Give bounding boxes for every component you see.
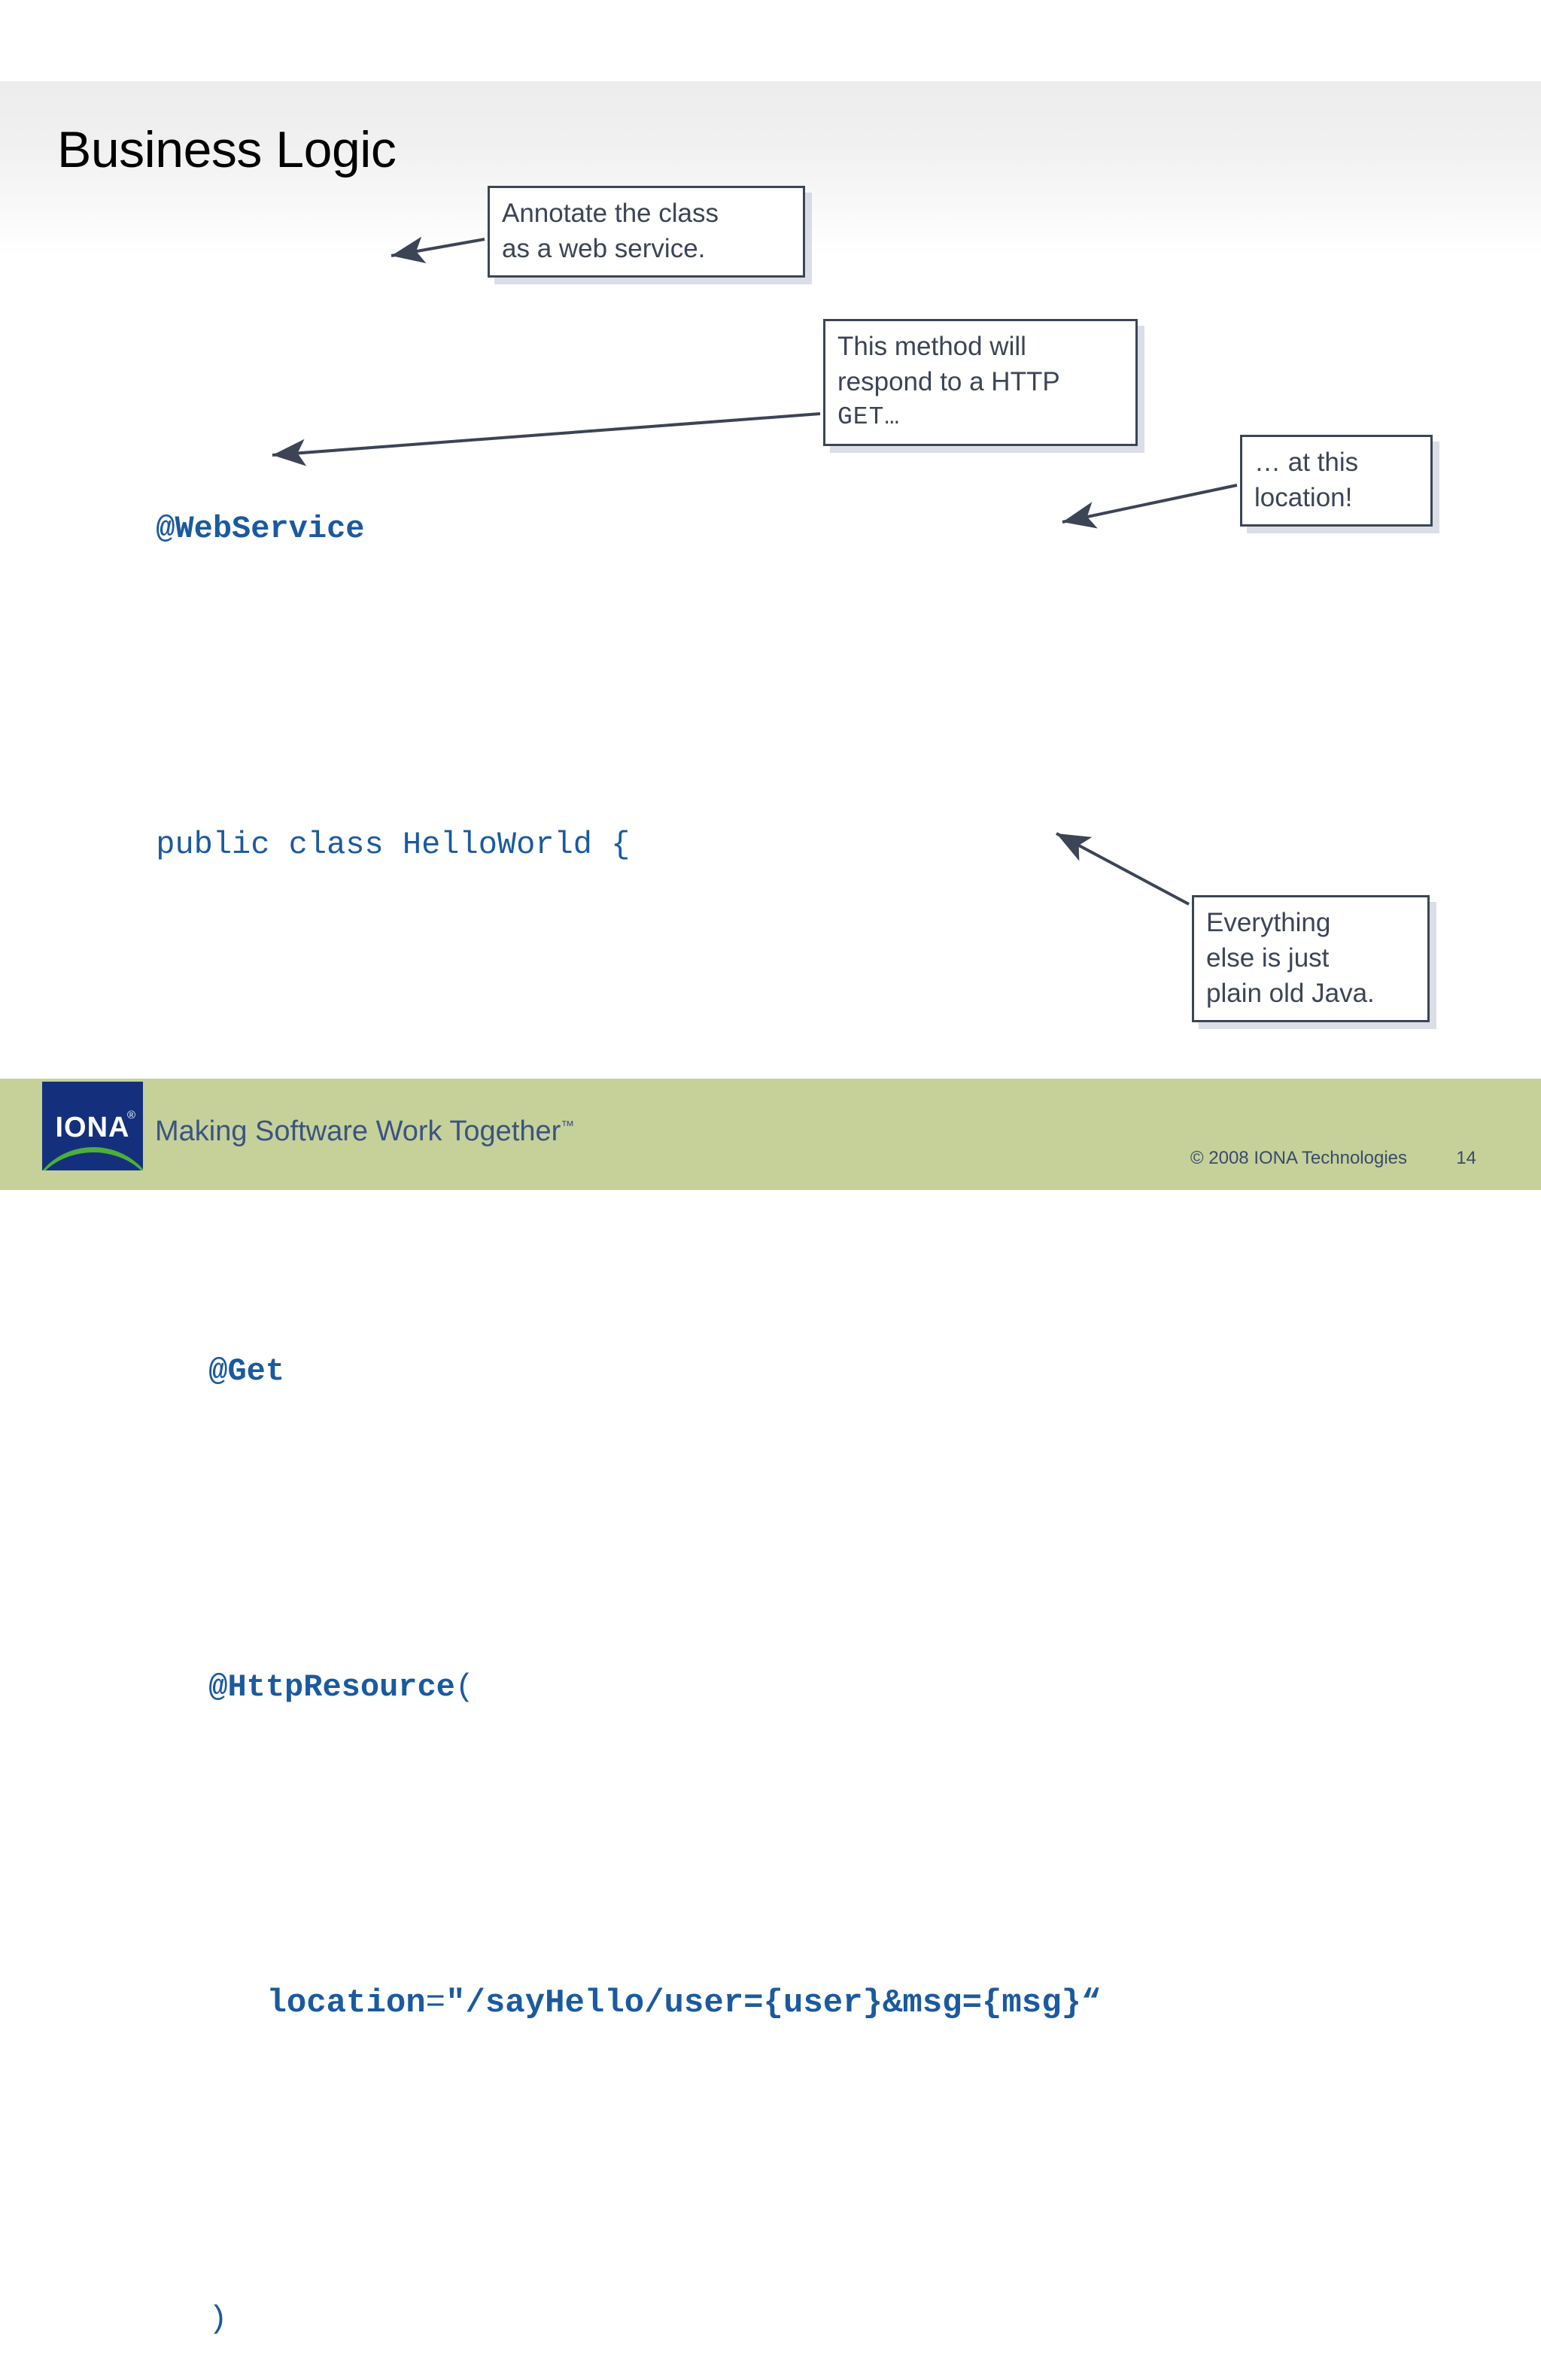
code-line-webservice: @WebService xyxy=(42,450,1171,608)
class-declaration: public class HelloWorld { xyxy=(156,827,631,863)
registered-trademark-icon: ® xyxy=(126,1109,135,1122)
callout-plain-line1: Everything xyxy=(1206,908,1331,937)
tagline-tm-icon: ™ xyxy=(561,1118,575,1134)
callout-annotate-class: Annotate the class as a web service. xyxy=(488,186,805,278)
code-line-get: @Get xyxy=(42,1292,1171,1450)
callout-at-this-location: … at this location! xyxy=(1240,435,1433,527)
location-key: location xyxy=(266,1984,426,2022)
iona-logo: IONA ® xyxy=(42,1082,143,1170)
code-line-closeparen: ) xyxy=(42,2240,1171,2380)
code-line-classdecl: public class HelloWorld { xyxy=(42,766,1171,924)
code-line-httpresource: @HttpResource( xyxy=(42,1608,1171,1766)
callout-location-line2: location! xyxy=(1254,483,1353,512)
close-paren: ) xyxy=(208,2301,228,2337)
iona-logo-text: IONA xyxy=(55,1112,130,1143)
page-title: Business Logic xyxy=(57,121,397,178)
callout-plain-line2: else is just xyxy=(1206,943,1330,973)
company-tagline: Making Software Work Together™ xyxy=(155,1116,574,1148)
page-number: 14 xyxy=(1456,1148,1476,1168)
callout-annotate-line2: as a web service. xyxy=(502,234,706,263)
code-block: @WebService public class HelloWorld { @G… xyxy=(42,292,1171,2380)
annotation-webservice: @WebService xyxy=(156,511,365,547)
callout-plain-line3: plain old Java. xyxy=(1206,979,1375,1008)
callout-plain-old-java: Everything else is just plain old Java. xyxy=(1192,895,1430,1022)
annotation-httpresource: @HttpResource xyxy=(208,1669,455,1705)
location-value: "/sayHello/user={user}&msg={msg}“ xyxy=(445,1984,1102,2022)
header-top-whitespace xyxy=(0,0,1541,81)
tagline-text: Making Software Work Together xyxy=(155,1116,561,1147)
open-paren: ( xyxy=(454,1669,475,1705)
code-line-location: location="/sayHello/user={user}&msg={msg… xyxy=(42,1924,1171,2082)
callout-http-get-method: This method will respond to a HTTP GET… xyxy=(823,319,1138,446)
iona-logo-green-arc-icon xyxy=(42,1147,143,1170)
equals-sign: = xyxy=(425,1984,446,2022)
callout-location-line1: … at this xyxy=(1254,448,1359,477)
callout-annotate-line1: Annotate the class xyxy=(502,199,719,228)
callout-method-line1: This method will xyxy=(837,332,1026,361)
callout-method-line2: respond to a HTTP xyxy=(837,367,1060,396)
footer-band: IONA ® Making Software Work Together™ © … xyxy=(0,1079,1541,1190)
annotation-get: @Get xyxy=(208,1353,285,1389)
copyright-notice: © 2008 IONA Technologies xyxy=(1190,1148,1407,1168)
callout-method-line3: GET… xyxy=(837,403,901,431)
